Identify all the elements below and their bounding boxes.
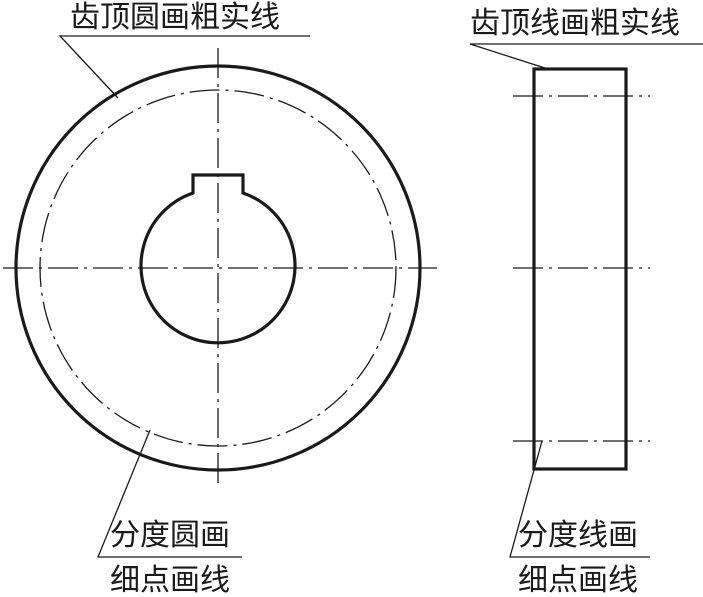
pitch-circle-label-line1: 分度圆画 [110,518,230,553]
tip-circle-label: 齿顶圆画粗实线 [70,0,280,35]
pitch-line-leader [509,440,650,558]
side-outline [532,67,628,471]
front-view: 齿顶圆画粗实线 分度圆画 细点画线 [3,0,437,597]
pitch-circle-label-line2: 细点画线 [110,563,230,597]
side-view: 齿顶线画粗实线 分度线画 细点画线 [469,6,703,597]
bore-with-keyway [139,173,297,345]
pitch-line-label-line1: 分度线画 [518,518,638,553]
tip-line-leader [469,43,703,70]
tip-line-label: 齿顶线画粗实线 [470,6,680,41]
pitch-line-label-line2: 细点画线 [518,563,638,597]
tip-circle-leader [58,35,310,99]
pitch-circle-leader [97,429,242,558]
